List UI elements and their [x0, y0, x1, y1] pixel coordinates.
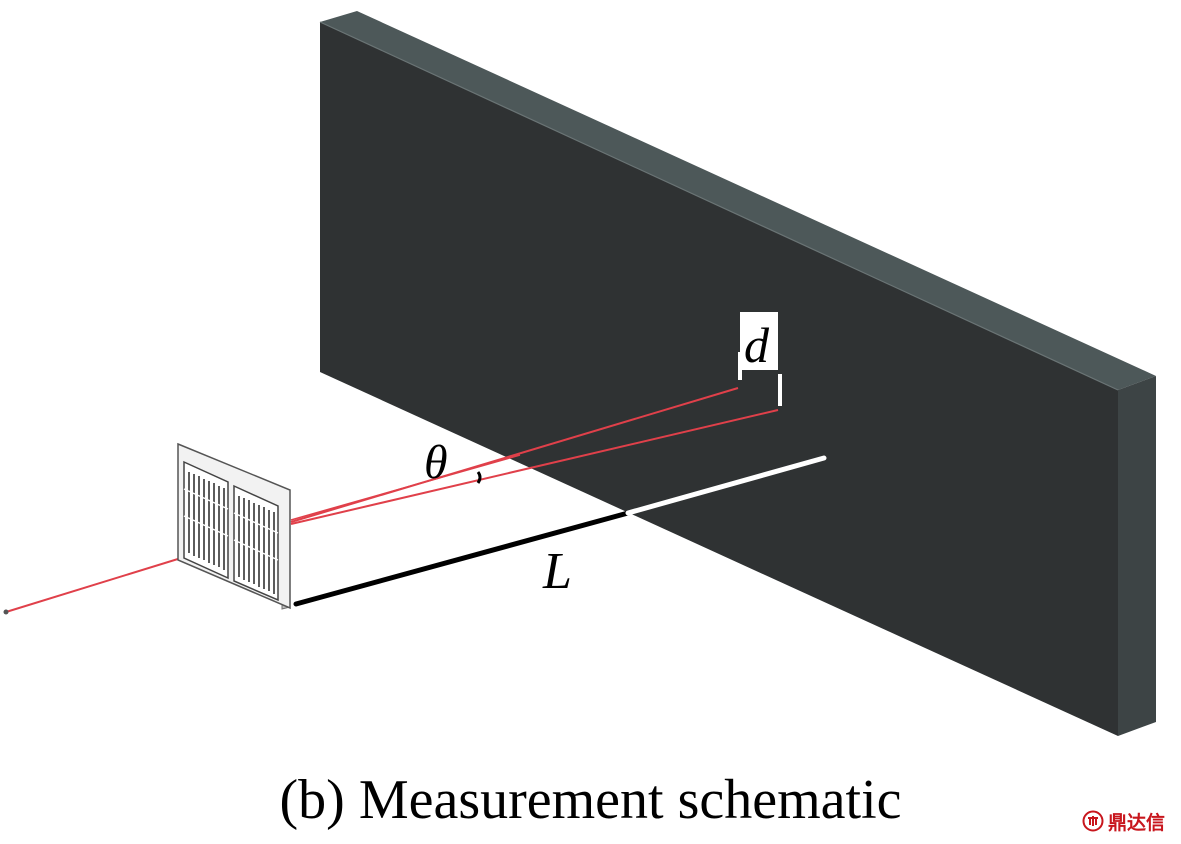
distance-baseline: [293, 455, 827, 607]
laser-source-point: [3, 609, 9, 615]
figure-caption: (b) Measurement schematic: [279, 769, 902, 831]
distance-l-label: L: [542, 543, 572, 600]
screen-wall-edge: [319, 21, 1119, 391]
grating-pattern-cross-lines: [183, 488, 279, 561]
displacement-label-background: [740, 312, 778, 370]
diffracted-beam-lower: [290, 409, 779, 525]
screen-wall-side-face: [1118, 376, 1156, 736]
angle-theta-label: θ: [424, 436, 448, 489]
watermark: 鼎达信: [1082, 806, 1165, 836]
displacement-markers: [738, 312, 782, 406]
grating-panel-left: [183, 460, 229, 580]
baseline-front-segment: [293, 510, 631, 607]
watermark-logo-icon: [1082, 810, 1104, 832]
screen-wall-front-face: [320, 22, 1118, 736]
screen-wall-top-face: [320, 11, 1156, 390]
grating-sample: [177, 442, 291, 610]
diffracted-beam-fan: [290, 454, 521, 521]
baseline-behind-wall-segment: [625, 455, 827, 516]
grating-pattern: [188, 472, 275, 594]
watermark-text: 鼎达信: [1108, 811, 1166, 834]
displacement-d-label: d: [744, 317, 770, 373]
screen-wall: [319, 11, 1156, 736]
grating-panel-right: [233, 484, 279, 602]
angle-theta-arc: [476, 471, 482, 484]
